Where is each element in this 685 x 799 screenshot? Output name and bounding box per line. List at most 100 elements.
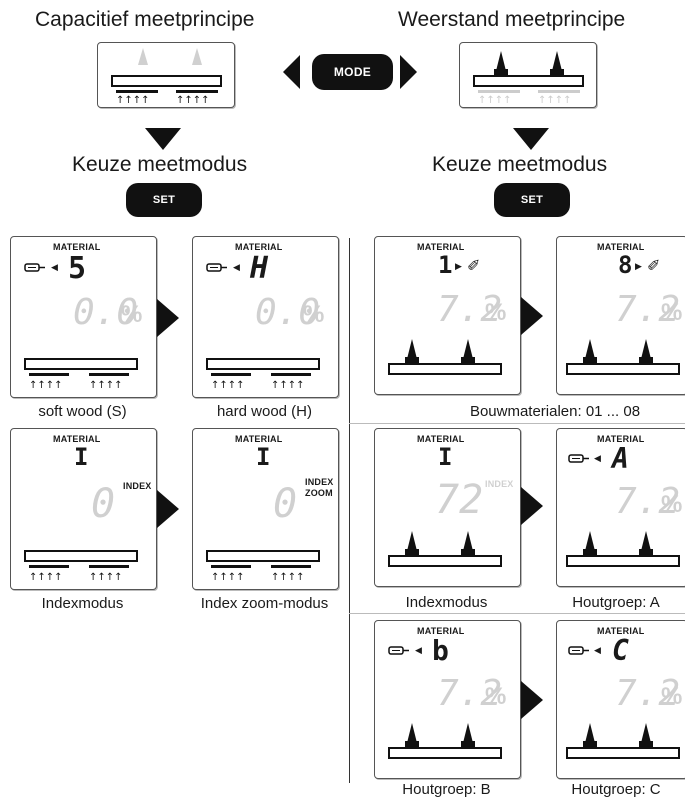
wood-probe-icon [568, 646, 589, 655]
mode-right-arrow-icon[interactable] [400, 55, 417, 89]
percent-unit: % [661, 683, 683, 710]
index-tag: INDEX [305, 477, 334, 487]
selector-arrow-icon: ◀ [233, 262, 240, 272]
trowel-icon: ✐ [647, 258, 661, 275]
material-code: 1 [438, 251, 453, 279]
wood-group-a-caption: Houtgroep: A [572, 594, 660, 611]
next-arrow-icon [521, 487, 543, 525]
next-arrow-icon [521, 681, 543, 719]
wood-group-b-display: MATERIAL ◀ b 7.2 % [374, 620, 521, 779]
svg-text:↑↑↑↑: ↑↑↑↑ [116, 95, 150, 106]
wood-probe-icon [568, 454, 589, 463]
selector-arrow-icon: ◀ [415, 645, 422, 655]
index-value: 0 [273, 481, 298, 527]
moisture-value: 0.0 [255, 292, 321, 333]
right-down-arrow-icon [513, 128, 549, 150]
moisture-value: 7.2 [615, 481, 681, 522]
resistance-pins-icon [566, 531, 680, 567]
row-divider-1 [349, 423, 685, 424]
capacitive-plate-icon: ↑↑↑↑ ↑↑↑↑ [24, 358, 138, 391]
row-divider-2 [349, 613, 685, 614]
building-material-1-display: MATERIAL 1 ▶ ✐ 7.2 % [374, 236, 521, 395]
index-tag: INDEX [485, 479, 514, 489]
resistance-pins-icon [388, 531, 502, 567]
resistance-sensor-illustration: ↑↑↑↑ ↑↑↑↑ [473, 51, 584, 106]
svg-text:↑↑↑↑: ↑↑↑↑ [478, 95, 512, 106]
material-code: C [612, 634, 629, 667]
material-code: b [432, 634, 449, 667]
right-mode-select-title: Keuze meetmodus [432, 153, 608, 176]
mode-left-arrow-icon[interactable] [283, 55, 300, 89]
capacitive-plate-icon: ↑↑↑↑ ↑↑↑↑ [206, 550, 320, 583]
material-code: A [612, 442, 629, 475]
next-arrow-icon [521, 297, 543, 335]
selector-arrow-icon: ◀ [51, 262, 58, 272]
capacitive-plate-icon: ↑↑↑↑ ↑↑↑↑ [206, 358, 320, 391]
resistance-pins-icon [566, 339, 680, 375]
percent-unit: % [303, 301, 325, 328]
wood-group-c-display: MATERIAL ◀ C 7.2 % [556, 620, 685, 779]
svg-text:↑↑↑↑: ↑↑↑↑ [29, 380, 63, 391]
trowel-icon: ✐ [467, 258, 481, 275]
resistance-pins-icon [388, 339, 502, 375]
percent-unit: % [661, 299, 683, 326]
index-mode-display: MATERIAL I 0 INDEX ↑↑↑↑ ↑↑↑↑ [10, 428, 157, 590]
hard-wood-display: MATERIAL ◀ H 0.0 % ↑↑↑↑ ↑↑↑↑ [192, 236, 339, 398]
svg-text:↑↑↑↑: ↑↑↑↑ [29, 572, 63, 583]
material-label: MATERIAL [597, 242, 645, 252]
capacitive-principle-title: Capacitief meetprincipe [35, 8, 255, 31]
selector-arrow-icon: ◀ [594, 453, 601, 463]
zoom-tag: ZOOM [305, 488, 333, 498]
material-label: MATERIAL [53, 242, 101, 252]
wood-probe-icon [24, 263, 45, 272]
left-set-button[interactable]: SET [126, 183, 202, 217]
moisture-value: 0.0 [73, 292, 139, 333]
wood-probe-icon [388, 646, 409, 655]
next-arrow-icon [157, 490, 179, 528]
svg-text:↑↑↑↑: ↑↑↑↑ [538, 95, 572, 106]
building-material-8-display: MATERIAL 8 ▶ ✐ 7.2 % [556, 236, 685, 395]
moisture-value: 7.2 [437, 289, 503, 330]
left-mode-select-title: Keuze meetmodus [72, 153, 248, 176]
index-zoom-caption: Index zoom-modus [200, 595, 329, 612]
wood-group-b-caption: Houtgroep: B [402, 781, 491, 798]
material-label: MATERIAL [417, 626, 465, 636]
right-set-button[interactable]: SET [494, 183, 570, 217]
moisture-value: 7.2 [437, 673, 503, 714]
selector-arrow-icon: ◀ [594, 645, 601, 655]
soft-wood-caption: soft wood (S) [38, 403, 127, 420]
svg-text:↑↑↑↑: ↑↑↑↑ [271, 380, 305, 391]
percent-unit: % [485, 683, 507, 710]
material-label: MATERIAL [235, 434, 283, 444]
resistance-index-caption: Indexmodus [405, 594, 488, 611]
wood-group-c-caption: Houtgroep: C [571, 781, 661, 798]
index-tag: INDEX [123, 481, 152, 491]
mode-button[interactable]: MODE [312, 54, 393, 90]
building-materials-caption: Bouwmaterialen: 01 ... 08 [469, 403, 641, 420]
resistance-pins-icon [388, 723, 502, 759]
next-arrow-icon [157, 299, 179, 337]
soft-wood-display: MATERIAL ◀ 5 0.0 % ↑↑↑↑ ↑↑↑↑ [10, 236, 157, 398]
material-code: 8 [618, 251, 633, 279]
index-zoom-display: MATERIAL I 0 INDEX ZOOM ↑↑↑↑ ↑↑↑↑ [192, 428, 339, 590]
resistance-principle-title: Weerstand meetprincipe [398, 8, 626, 31]
material-code: 5 [68, 251, 87, 286]
material-code: H [250, 251, 269, 286]
resistance-index-display: MATERIAL I 72 INDEX [374, 428, 521, 587]
svg-text:↑↑↑↑: ↑↑↑↑ [211, 380, 245, 391]
capacitive-principle-panel: ↑↑↑↑ ↑↑↑↑ [97, 42, 235, 108]
moisture-value: 7.2 [615, 673, 681, 714]
column-divider [349, 238, 350, 783]
hard-wood-caption: hard wood (H) [216, 403, 313, 420]
material-label: MATERIAL [597, 626, 645, 636]
percent-unit: % [485, 299, 507, 326]
material-label: MATERIAL [417, 242, 465, 252]
percent-unit: % [661, 491, 683, 518]
capacitive-plate-icon: ↑↑↑↑ ↑↑↑↑ [24, 550, 138, 583]
svg-text:↑↑↑↑: ↑↑↑↑ [271, 572, 305, 583]
material-label: MATERIAL [235, 242, 283, 252]
index-value: 0 [91, 481, 116, 527]
index-mode-caption: Indexmodus [41, 595, 124, 612]
resistance-principle-panel: ↑↑↑↑ ↑↑↑↑ [459, 42, 597, 108]
material-code: I [256, 443, 271, 471]
